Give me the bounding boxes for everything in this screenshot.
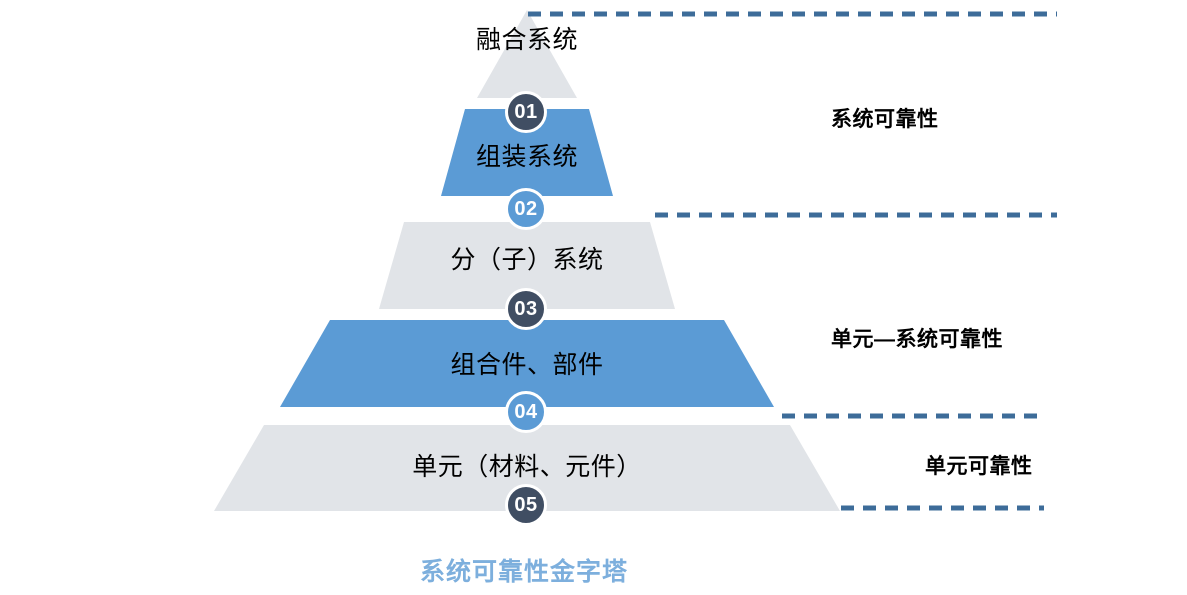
pyramid-tier-2-label: 组装系统 xyxy=(475,143,578,171)
pyramid-tier-4-shape[interactable] xyxy=(280,320,774,407)
side-label-unit-reliability: 单元可靠性 xyxy=(925,455,1033,478)
pyramid-tier-4-label: 组合件、部件 xyxy=(450,351,604,379)
side-label-unit-system-reliability: 单元—系统可靠性 xyxy=(831,328,1003,351)
pyramid-tier-1-shape[interactable] xyxy=(477,10,577,98)
pyramid-badge-04[interactable]: 04 xyxy=(505,391,547,433)
pyramid-badge-03[interactable]: 03 xyxy=(505,288,547,330)
pyramid-badge-01-text: 01 xyxy=(514,100,538,123)
pyramid-tier-5-shape[interactable] xyxy=(214,425,840,511)
pyramid-tier-3-shape[interactable] xyxy=(379,222,675,309)
side-label-system-reliability: 系统可靠性 xyxy=(831,108,939,131)
pyramid-badge-05[interactable]: 05 xyxy=(505,484,547,526)
pyramid-tier-5-label: 单元（材料、元件） xyxy=(412,453,642,481)
pyramid-tier-2-shape[interactable] xyxy=(441,109,613,196)
pyramid-badge-01[interactable]: 01 xyxy=(505,91,547,133)
pyramid-badge-05-text: 05 xyxy=(514,493,538,516)
pyramid-badge-04-text: 04 xyxy=(514,400,538,423)
pyramid-tier-1-label: 融合系统 xyxy=(475,26,578,54)
pyramid-badge-02[interactable]: 02 xyxy=(505,188,547,230)
pyramid-badge-02-text: 02 xyxy=(514,197,538,220)
pyramid-tier-3-label: 分（子）系统 xyxy=(450,246,604,274)
pyramid-badge-03-text: 03 xyxy=(514,297,538,320)
diagram-caption: 系统可靠性金字塔 xyxy=(420,558,629,586)
